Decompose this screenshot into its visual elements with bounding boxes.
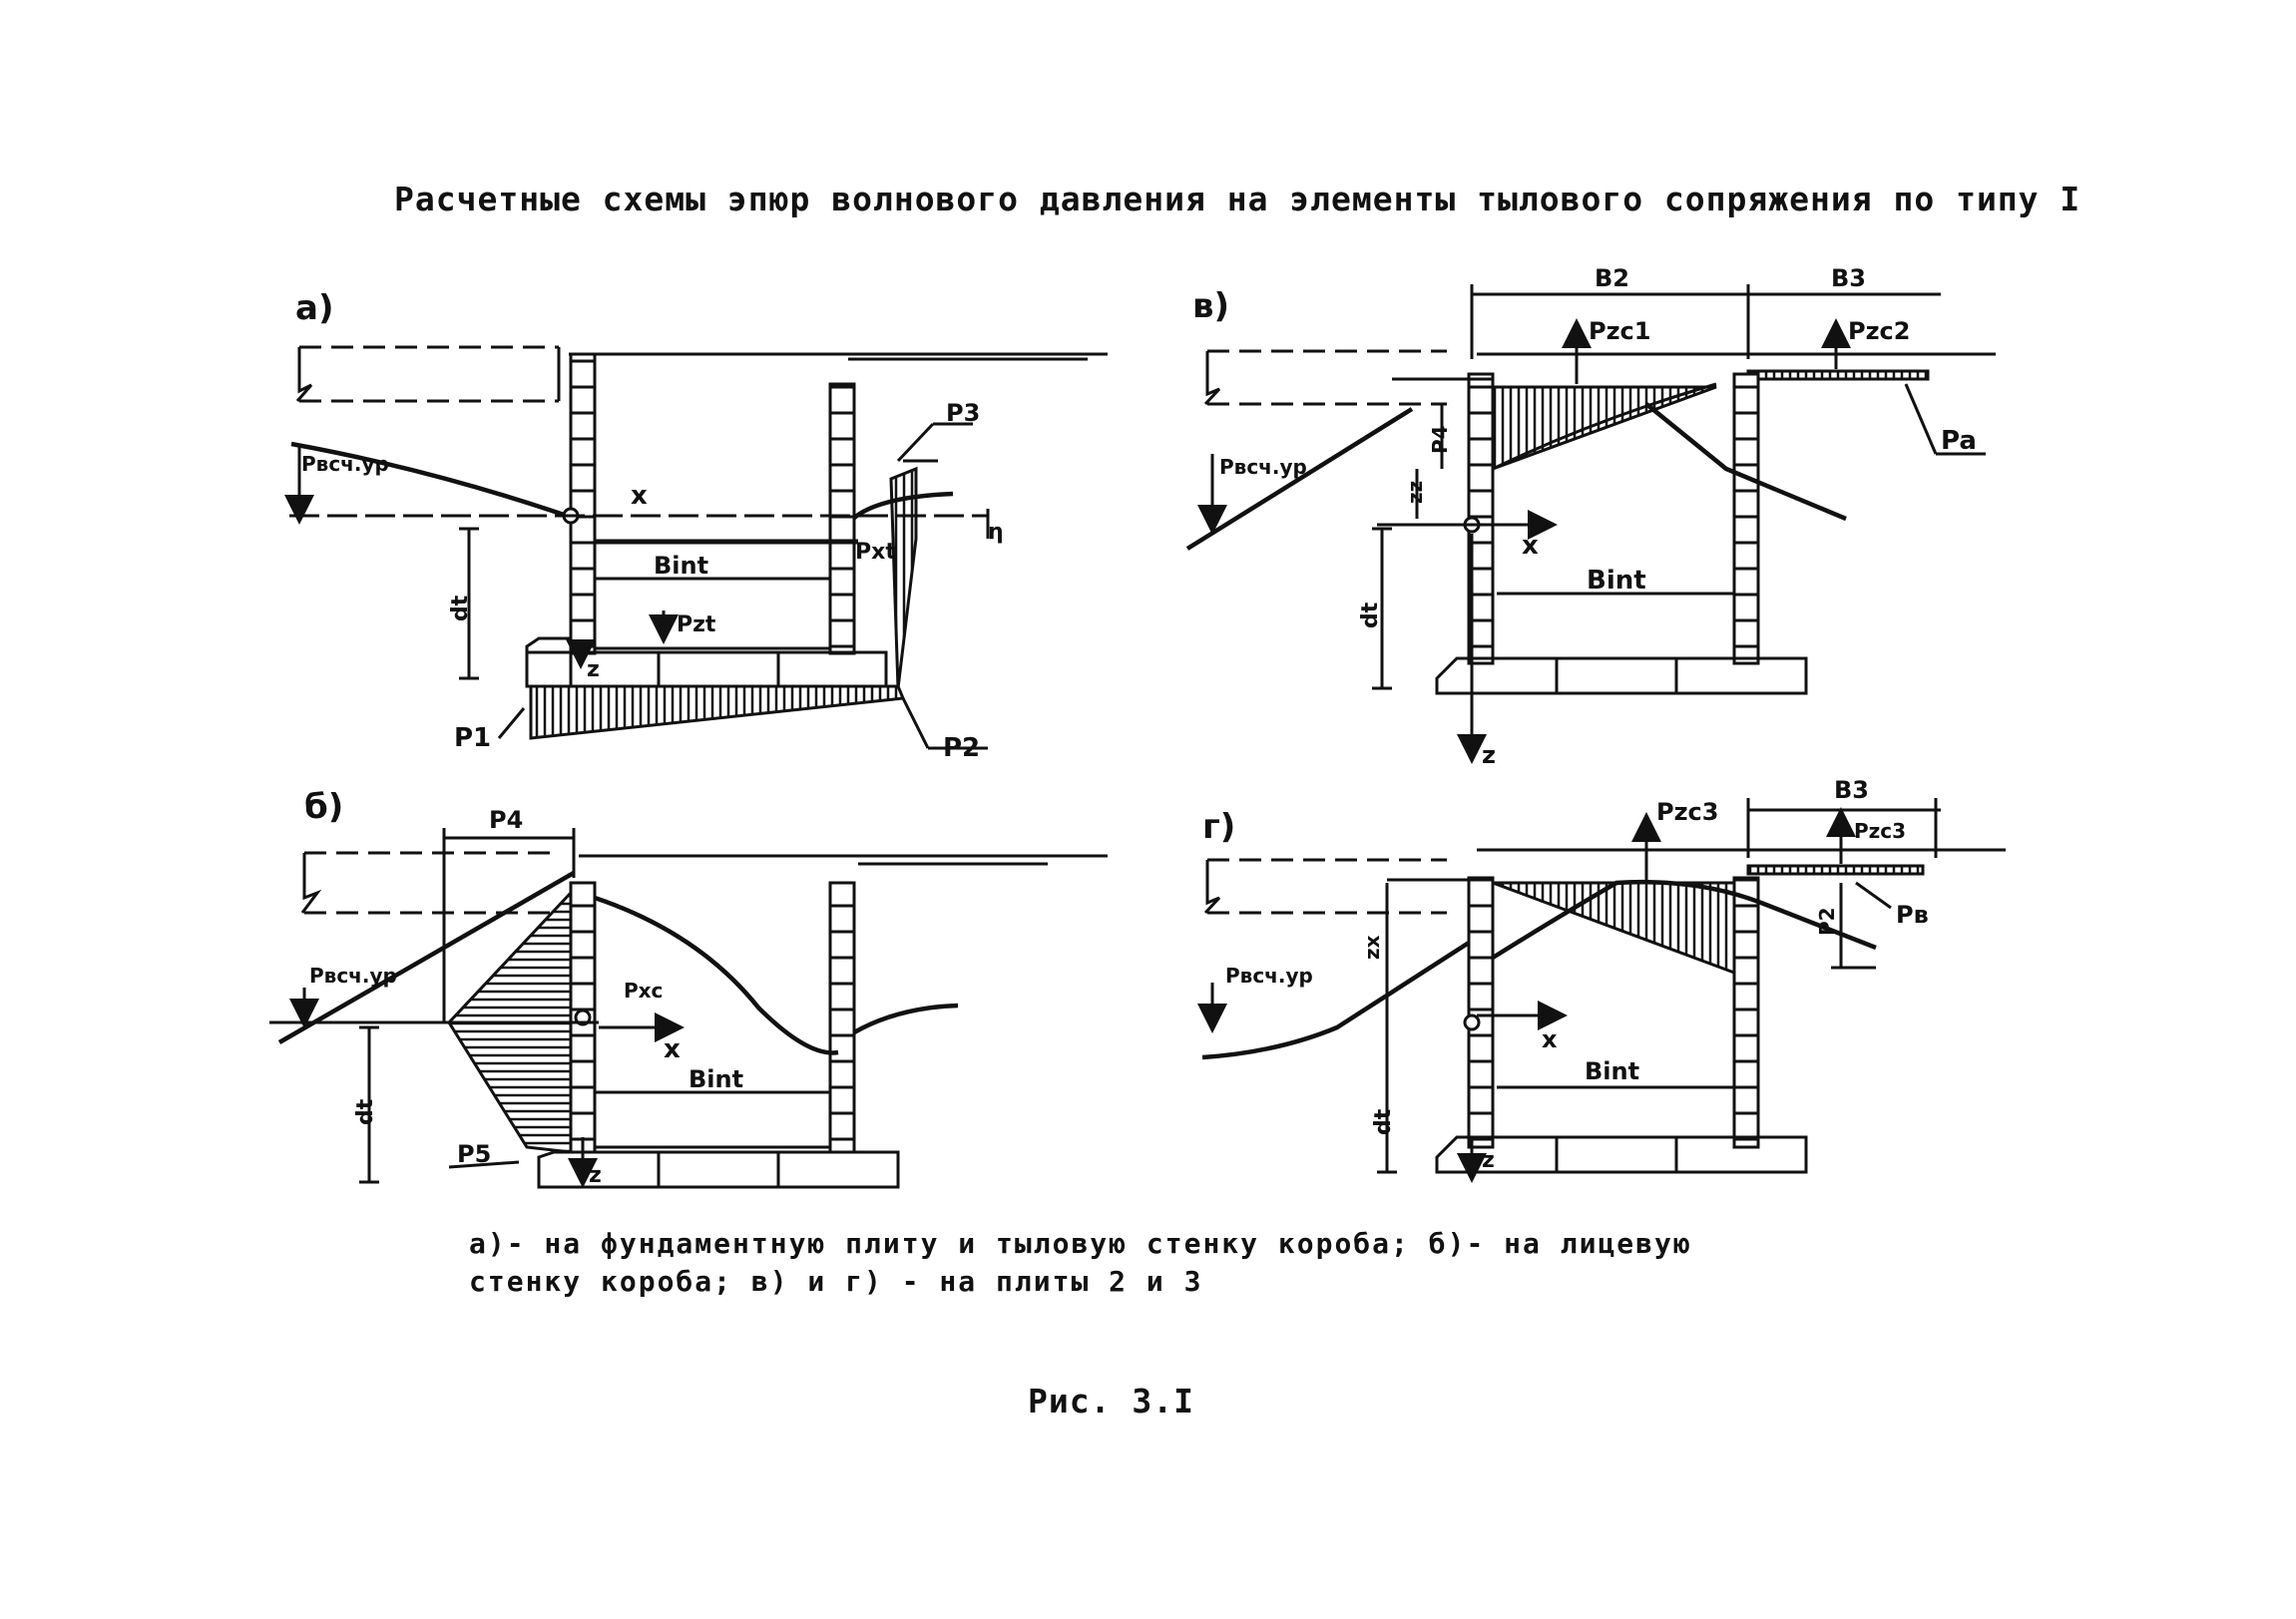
panel-v-label: в)	[1192, 286, 1229, 326]
panel-v: в) B2 B3 Pzc1 Pzc2 P4 Pвсч	[1185, 264, 1996, 769]
label-a-dt: dt	[448, 595, 473, 621]
label-a-pzt: Pzt	[677, 612, 716, 637]
label-v-z: z	[1482, 741, 1496, 769]
label-v-b3: B3	[1831, 264, 1866, 292]
label-g-b3: B3	[1834, 776, 1869, 804]
label-v-b2: B2	[1595, 264, 1629, 292]
label-b-x: x	[664, 1034, 681, 1064]
label-b-bint: Bint	[689, 1065, 743, 1093]
label-v-dt: dt	[1358, 602, 1383, 628]
label-v-p4: P4	[1428, 425, 1452, 454]
label-b-p4: P4	[489, 806, 523, 834]
figure-label: Рис. 3.I	[1028, 1382, 1194, 1420]
page-title: Расчетные схемы эпюр волнового давления …	[394, 180, 2081, 218]
label-v-pzc1: Pzc1	[1589, 317, 1650, 345]
label-g-pb: Pв	[1896, 901, 1929, 929]
label-g-bint: Bint	[1585, 1057, 1639, 1085]
label-v-zz: zz	[1403, 481, 1427, 504]
label-v-pzc2: Pzc2	[1848, 317, 1910, 345]
label-a-eta: η	[988, 520, 1004, 545]
label-a-bint: Bint	[654, 552, 708, 580]
label-v-bint: Bint	[1587, 566, 1646, 596]
label-a-z: z	[587, 657, 600, 682]
caption-line-1: а)- на фундаментную плиту и тыловую стен…	[469, 1227, 1692, 1260]
caption-line-2: стенку короба; в) и г) - на плиты 2 и 3	[469, 1265, 1203, 1298]
label-g-p2: P2	[1815, 907, 1839, 936]
label-a-p2: P2	[943, 733, 980, 763]
panel-b-label: б)	[304, 787, 343, 827]
label-b-water: Pвсч.ур	[309, 964, 397, 988]
label-b-dt: dt	[353, 1098, 378, 1125]
label-g-z: z	[1482, 1148, 1495, 1173]
label-g-dt: dt	[1371, 1108, 1396, 1135]
panel-g-label: г)	[1202, 807, 1235, 847]
label-a-water: Pвсч.ур	[301, 452, 389, 476]
panel-a: а)	[284, 288, 1108, 763]
label-g-water: Pвсч.ур	[1225, 964, 1313, 988]
label-v-water: Pвсч.ур	[1219, 455, 1307, 479]
panel-g: г) Pzc3 B3 Pzc3 P2 Pв Pвсч.ур zx	[1197, 776, 2006, 1183]
label-v-x: x	[1522, 531, 1539, 561]
label-g-x: x	[1542, 1025, 1558, 1053]
label-b-p5: P5	[457, 1140, 491, 1168]
label-g-pzc3b: Pzc3	[1854, 819, 1906, 843]
label-b-z: z	[589, 1163, 602, 1188]
label-g-zx: zx	[1360, 935, 1384, 960]
panel-a-label: а)	[295, 288, 333, 328]
label-a-pxt: Pxt	[855, 540, 896, 565]
label-a-x: x	[631, 481, 648, 511]
panel-b: б) P4 Pвсч.ур Pxc x Bint dt P5 z	[269, 787, 1108, 1189]
label-a-p3: P3	[946, 399, 980, 427]
label-b-pxc: Pxc	[624, 979, 663, 1003]
label-g-pzc3: Pzc3	[1656, 798, 1718, 826]
label-v-pa: Pa	[1941, 426, 1977, 456]
label-a-p1: P1	[454, 723, 491, 753]
